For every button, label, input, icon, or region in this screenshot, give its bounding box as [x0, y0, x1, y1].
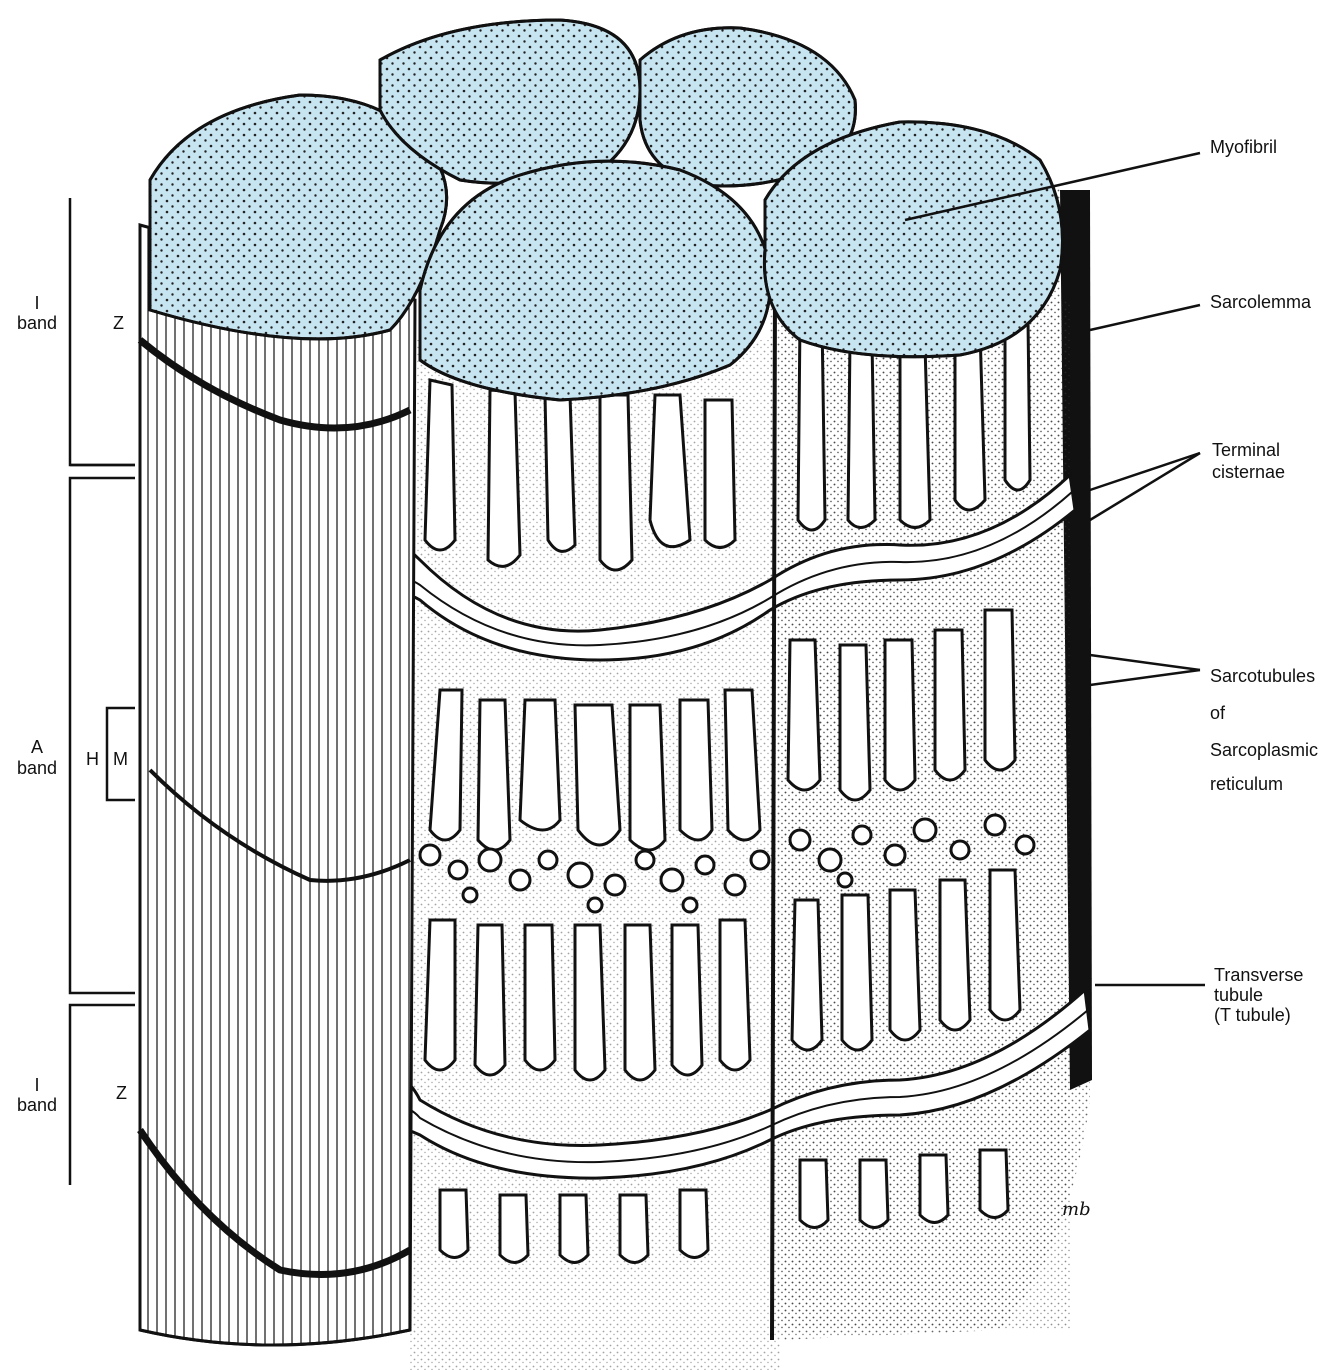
label-i-band-bottom: I band	[12, 1075, 62, 1115]
terminal-line2: cisternae	[1212, 461, 1285, 483]
label-h: H	[86, 748, 99, 770]
label-sarcotubules: Sarcotubules of Sarcoplasmic reticulum	[1210, 658, 1318, 795]
sarcotubules-leader-a	[1090, 655, 1200, 670]
sarcotubules-line2: of	[1210, 695, 1318, 732]
terminal-line1: Terminal	[1212, 439, 1285, 461]
label-a-band: A band	[12, 737, 62, 779]
i-band-top-line1: I	[12, 293, 62, 313]
label-z-bottom: Z	[116, 1082, 127, 1104]
sarcotubules-line1: Sarcotubules	[1210, 658, 1318, 695]
label-transverse-tubule: Transverse tubule (T tubule)	[1214, 965, 1303, 1025]
artist-signature: mb	[1062, 1199, 1091, 1220]
label-myofibril: Myofibril	[1210, 136, 1277, 158]
left-striated-myofibril	[140, 225, 415, 1345]
i-band-bottom-line2: band	[12, 1095, 62, 1115]
terminal-cisternae-leader-a	[1090, 453, 1200, 490]
sarcolemma-leader	[1090, 305, 1200, 330]
a-band-line2: band	[12, 758, 62, 779]
label-i-band-top: I band	[12, 293, 62, 333]
a-band-line1: A	[12, 737, 62, 758]
sarcotubules-line4: reticulum	[1210, 773, 1318, 795]
label-z-top: Z	[113, 312, 124, 334]
label-m: M	[113, 748, 128, 770]
i-band-bottom-line1: I	[12, 1075, 62, 1095]
terminal-cisternae-leader-b	[1090, 453, 1200, 520]
label-sarcolemma: Sarcolemma	[1210, 291, 1311, 313]
t-tubule-line3: (T tubule)	[1214, 1005, 1303, 1025]
t-tubule-line2: tubule	[1214, 985, 1303, 1005]
label-terminal-cisternae: Terminal cisternae	[1212, 439, 1285, 483]
band-brackets	[70, 198, 135, 1185]
i-band-top-line2: band	[12, 313, 62, 333]
sarcotubules-line3: Sarcoplasmic	[1210, 732, 1318, 769]
sarcotubules-leader-b	[1090, 670, 1200, 685]
t-tubule-line1: Transverse	[1214, 965, 1303, 985]
